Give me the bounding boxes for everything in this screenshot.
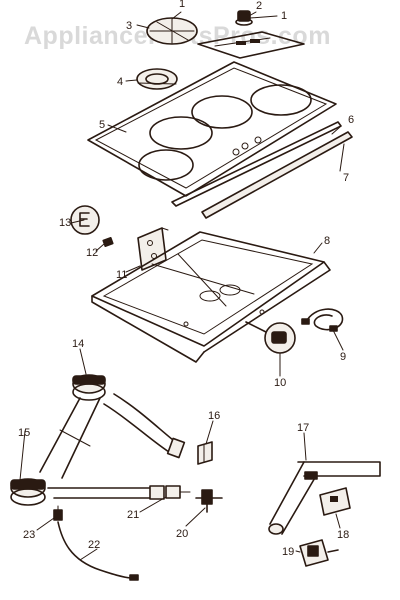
callout-label-12: 12 bbox=[86, 247, 98, 259]
side-trim-part bbox=[171, 121, 342, 207]
callout-label-4: 4 bbox=[117, 76, 123, 88]
electrode-part bbox=[53, 505, 63, 521]
callout-label-3: 3 bbox=[126, 20, 132, 32]
burner-cap-part bbox=[146, 17, 198, 45]
callout-label-20: 20 bbox=[176, 528, 188, 540]
callout-label-13: 13 bbox=[59, 217, 71, 229]
wire-harness-part bbox=[301, 308, 344, 332]
regulator-part bbox=[299, 539, 339, 567]
detail-circle-part bbox=[245, 321, 296, 354]
callout-label-1: 1 bbox=[281, 10, 287, 22]
callout-label-17: 17 bbox=[297, 422, 309, 434]
callout-label-2: 2 bbox=[256, 0, 262, 12]
callout-labels: 1 1 2 3 4 5 6 7 8 9 10 11 12 13 14 15 16… bbox=[18, 0, 354, 558]
callout-label-5: 5 bbox=[99, 119, 105, 131]
callout-label-7: 7 bbox=[343, 172, 349, 184]
callout-label-10: 10 bbox=[274, 377, 286, 389]
igniter-box-part bbox=[319, 487, 351, 516]
callout-label-22: 22 bbox=[88, 539, 100, 551]
callout-label-16: 16 bbox=[208, 410, 220, 422]
callout-label-9: 9 bbox=[340, 351, 346, 363]
bracket-part bbox=[137, 227, 169, 271]
gas-pipe-part bbox=[268, 461, 381, 535]
trim-strip-part bbox=[201, 131, 353, 219]
leader-lines bbox=[19, 11, 345, 561]
badge-part bbox=[70, 205, 100, 235]
cooktop-panel-part bbox=[87, 61, 337, 197]
callout-label-1a: 1 bbox=[179, 0, 185, 10]
callout-label-14: 14 bbox=[72, 338, 84, 350]
burner-box-part bbox=[91, 231, 331, 363]
callout-label-19: 19 bbox=[282, 546, 294, 558]
callout-label-18: 18 bbox=[337, 529, 349, 541]
control-plate-part bbox=[197, 31, 305, 59]
callout-label-21: 21 bbox=[127, 509, 139, 521]
igniter-wire-part bbox=[57, 521, 139, 581]
valve-bracket-part bbox=[197, 441, 213, 465]
burner-ring-part bbox=[136, 68, 178, 90]
callout-label-23: 23 bbox=[23, 529, 35, 541]
fitting-part bbox=[165, 485, 191, 499]
callout-label-11: 11 bbox=[116, 269, 127, 281]
callout-label-8: 8 bbox=[324, 235, 330, 247]
callout-label-15: 15 bbox=[18, 427, 30, 439]
callout-label-6: 6 bbox=[348, 114, 354, 126]
burner-assembly-part bbox=[10, 374, 186, 506]
clip-part bbox=[102, 237, 114, 247]
orifice-valve-part bbox=[195, 489, 223, 513]
